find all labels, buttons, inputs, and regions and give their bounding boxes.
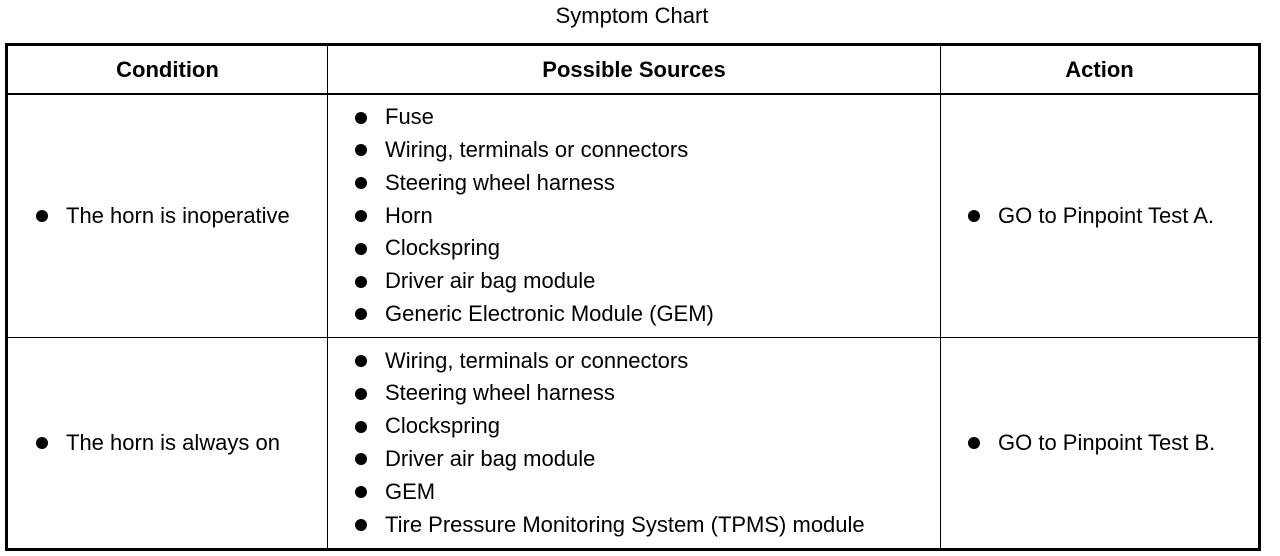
- bullet-icon: [36, 436, 48, 449]
- chart-title: Symptom Chart: [555, 3, 709, 28]
- bullet-icon: [355, 144, 367, 157]
- list-item: The horn is always on: [8, 427, 327, 460]
- source-text: Steering wheel harness: [385, 380, 615, 406]
- condition-cell: The horn is always on: [6, 337, 328, 550]
- list-item: Driver air bag module: [328, 265, 940, 298]
- action-text: GO to Pinpoint Test B.: [998, 429, 1216, 455]
- source-text: Wiring, terminals or connectors: [385, 347, 689, 373]
- source-text: Tire Pressure Monitoring System (TPMS) m…: [385, 511, 865, 537]
- bullet-icon: [355, 242, 367, 255]
- list-item: Horn: [328, 200, 940, 233]
- source-text: Driver air bag module: [385, 268, 596, 294]
- list-item: Clockspring: [328, 232, 940, 265]
- source-text: Steering wheel harness: [385, 169, 615, 195]
- list-item: Clockspring: [328, 410, 940, 443]
- source-text: Clockspring: [385, 235, 500, 261]
- list-item: GO to Pinpoint Test B.: [941, 427, 1258, 460]
- list-item: Generic Electronic Module (GEM): [328, 298, 940, 331]
- bullet-icon: [355, 453, 367, 466]
- list-item: Wiring, terminals or connectors: [328, 345, 940, 378]
- condition-text: The horn is always on: [66, 429, 280, 455]
- condition-cell: The horn is inoperative: [6, 93, 328, 338]
- table-row: The horn is inoperative Fuse Wiring, ter…: [6, 93, 1260, 338]
- source-text: Horn: [385, 202, 433, 228]
- action-cell: GO to Pinpoint Test B.: [940, 337, 1260, 550]
- list-item: Steering wheel harness: [328, 167, 940, 200]
- sources-header: Possible Sources: [327, 44, 941, 95]
- bullet-icon: [355, 308, 367, 321]
- bullet-icon: [355, 177, 367, 190]
- list-item: The horn is inoperative: [8, 200, 327, 233]
- bullet-icon: [968, 209, 980, 222]
- list-item: GEM: [328, 476, 940, 509]
- source-text: GEM: [385, 478, 436, 504]
- bullet-icon: [355, 111, 367, 124]
- source-text: Driver air bag module: [385, 446, 596, 471]
- source-text: Generic Electronic Module (GEM): [385, 300, 714, 326]
- action-text: GO to Pinpoint Test A.: [998, 202, 1215, 228]
- condition-header: Condition: [6, 44, 328, 95]
- bullet-icon: [355, 209, 367, 222]
- list-item: Driver air bag module: [328, 443, 940, 476]
- action-header: Action: [940, 44, 1260, 95]
- bullet-icon: [355, 486, 367, 499]
- symptom-table: Condition Possible Sources Action The ho…: [5, 43, 1261, 551]
- condition-text: The horn is inoperative: [66, 202, 290, 228]
- list-item: Fuse: [328, 101, 940, 134]
- bullet-icon: [355, 275, 367, 288]
- bullet-icon: [355, 387, 367, 400]
- bullet-icon: [355, 420, 367, 433]
- sources-cell: Wiring, terminals or connectors Steering…: [327, 337, 941, 550]
- list-item: Tire Pressure Monitoring System (TPMS) m…: [328, 509, 940, 542]
- bullet-icon: [355, 518, 367, 531]
- action-cell: GO to Pinpoint Test A.: [940, 93, 1260, 338]
- table-row: The horn is always on Wiring, terminals …: [6, 337, 1260, 550]
- bullet-icon: [36, 209, 48, 222]
- sources-cell: Fuse Wiring, terminals or connectors Ste…: [327, 93, 941, 338]
- source-text: Fuse: [385, 104, 434, 130]
- list-item: GO to Pinpoint Test A.: [941, 200, 1258, 233]
- bullet-icon: [355, 355, 367, 367]
- source-text: Wiring, terminals or connectors: [385, 137, 689, 162]
- source-text: Clockspring: [385, 413, 500, 439]
- list-item: Steering wheel harness: [328, 377, 940, 410]
- bullet-icon: [968, 436, 980, 449]
- list-item: Wiring, terminals or connectors: [328, 134, 940, 167]
- header-row: Condition Possible Sources Action: [6, 44, 1260, 95]
